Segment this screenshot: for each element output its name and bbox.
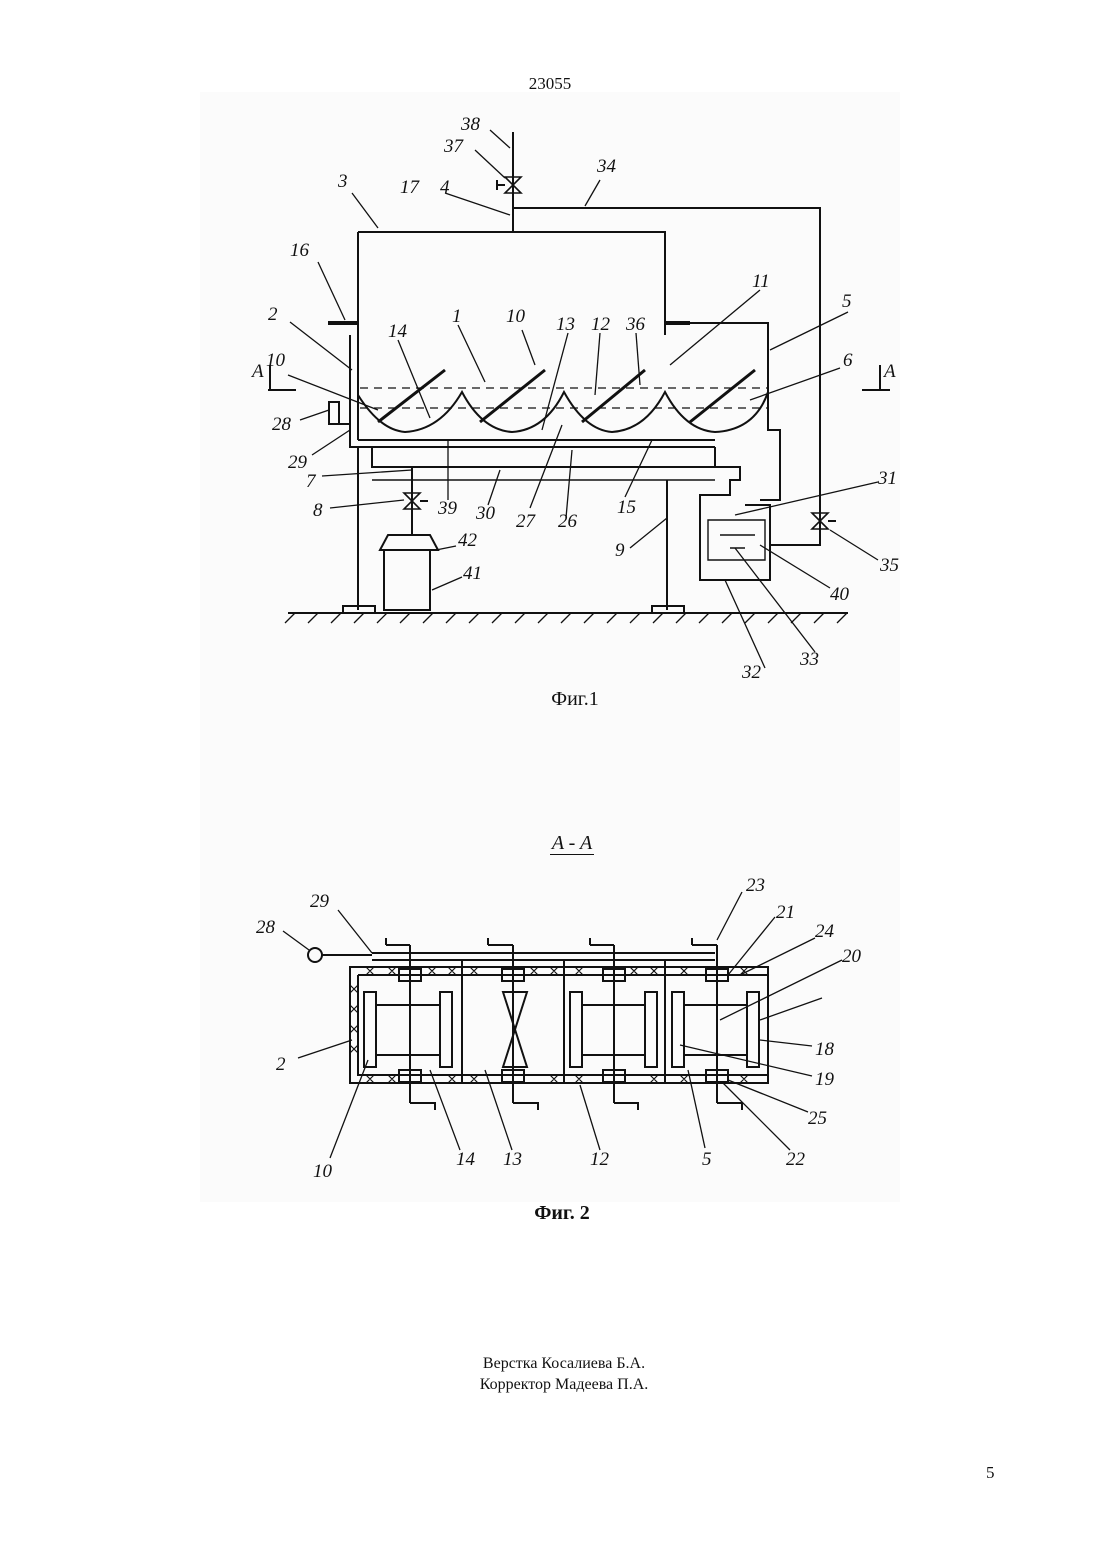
fig2-label-21: 21 (776, 902, 795, 923)
footer-corrector-line: Корректор Мадеева П.А. (0, 1374, 1100, 1395)
fig2-label-5: 5 (702, 1149, 712, 1170)
page-number: 5 (986, 1463, 995, 1483)
figure-2-caption: Фиг. 2 (462, 1202, 662, 1225)
fig2-label-18: 18 (815, 1039, 835, 1060)
fig2-label-20: 20 (842, 946, 862, 967)
footer-credits: Верстка Косалиева Б.А. Корректор Мадеева… (0, 1353, 1100, 1395)
fig2-label-13: 13 (503, 1149, 522, 1170)
fig2-label-23: 23 (746, 875, 765, 896)
fig2-label-29: 29 (310, 891, 330, 912)
fig2-label-19: 19 (815, 1069, 835, 1090)
fig2-label-22: 22 (786, 1149, 806, 1170)
fig2-label-28: 28 (256, 917, 276, 938)
fig2-label-10: 10 (313, 1161, 333, 1182)
fig2-label-25: 25 (808, 1108, 827, 1129)
fig2-label-14: 14 (456, 1149, 476, 1170)
fig2-label-24: 24 (815, 921, 835, 942)
footer-layout-line: Верстка Косалиева Б.А. (0, 1353, 1100, 1374)
fig2-label-12: 12 (590, 1149, 610, 1170)
fig2-label-2: 2 (276, 1054, 286, 1075)
